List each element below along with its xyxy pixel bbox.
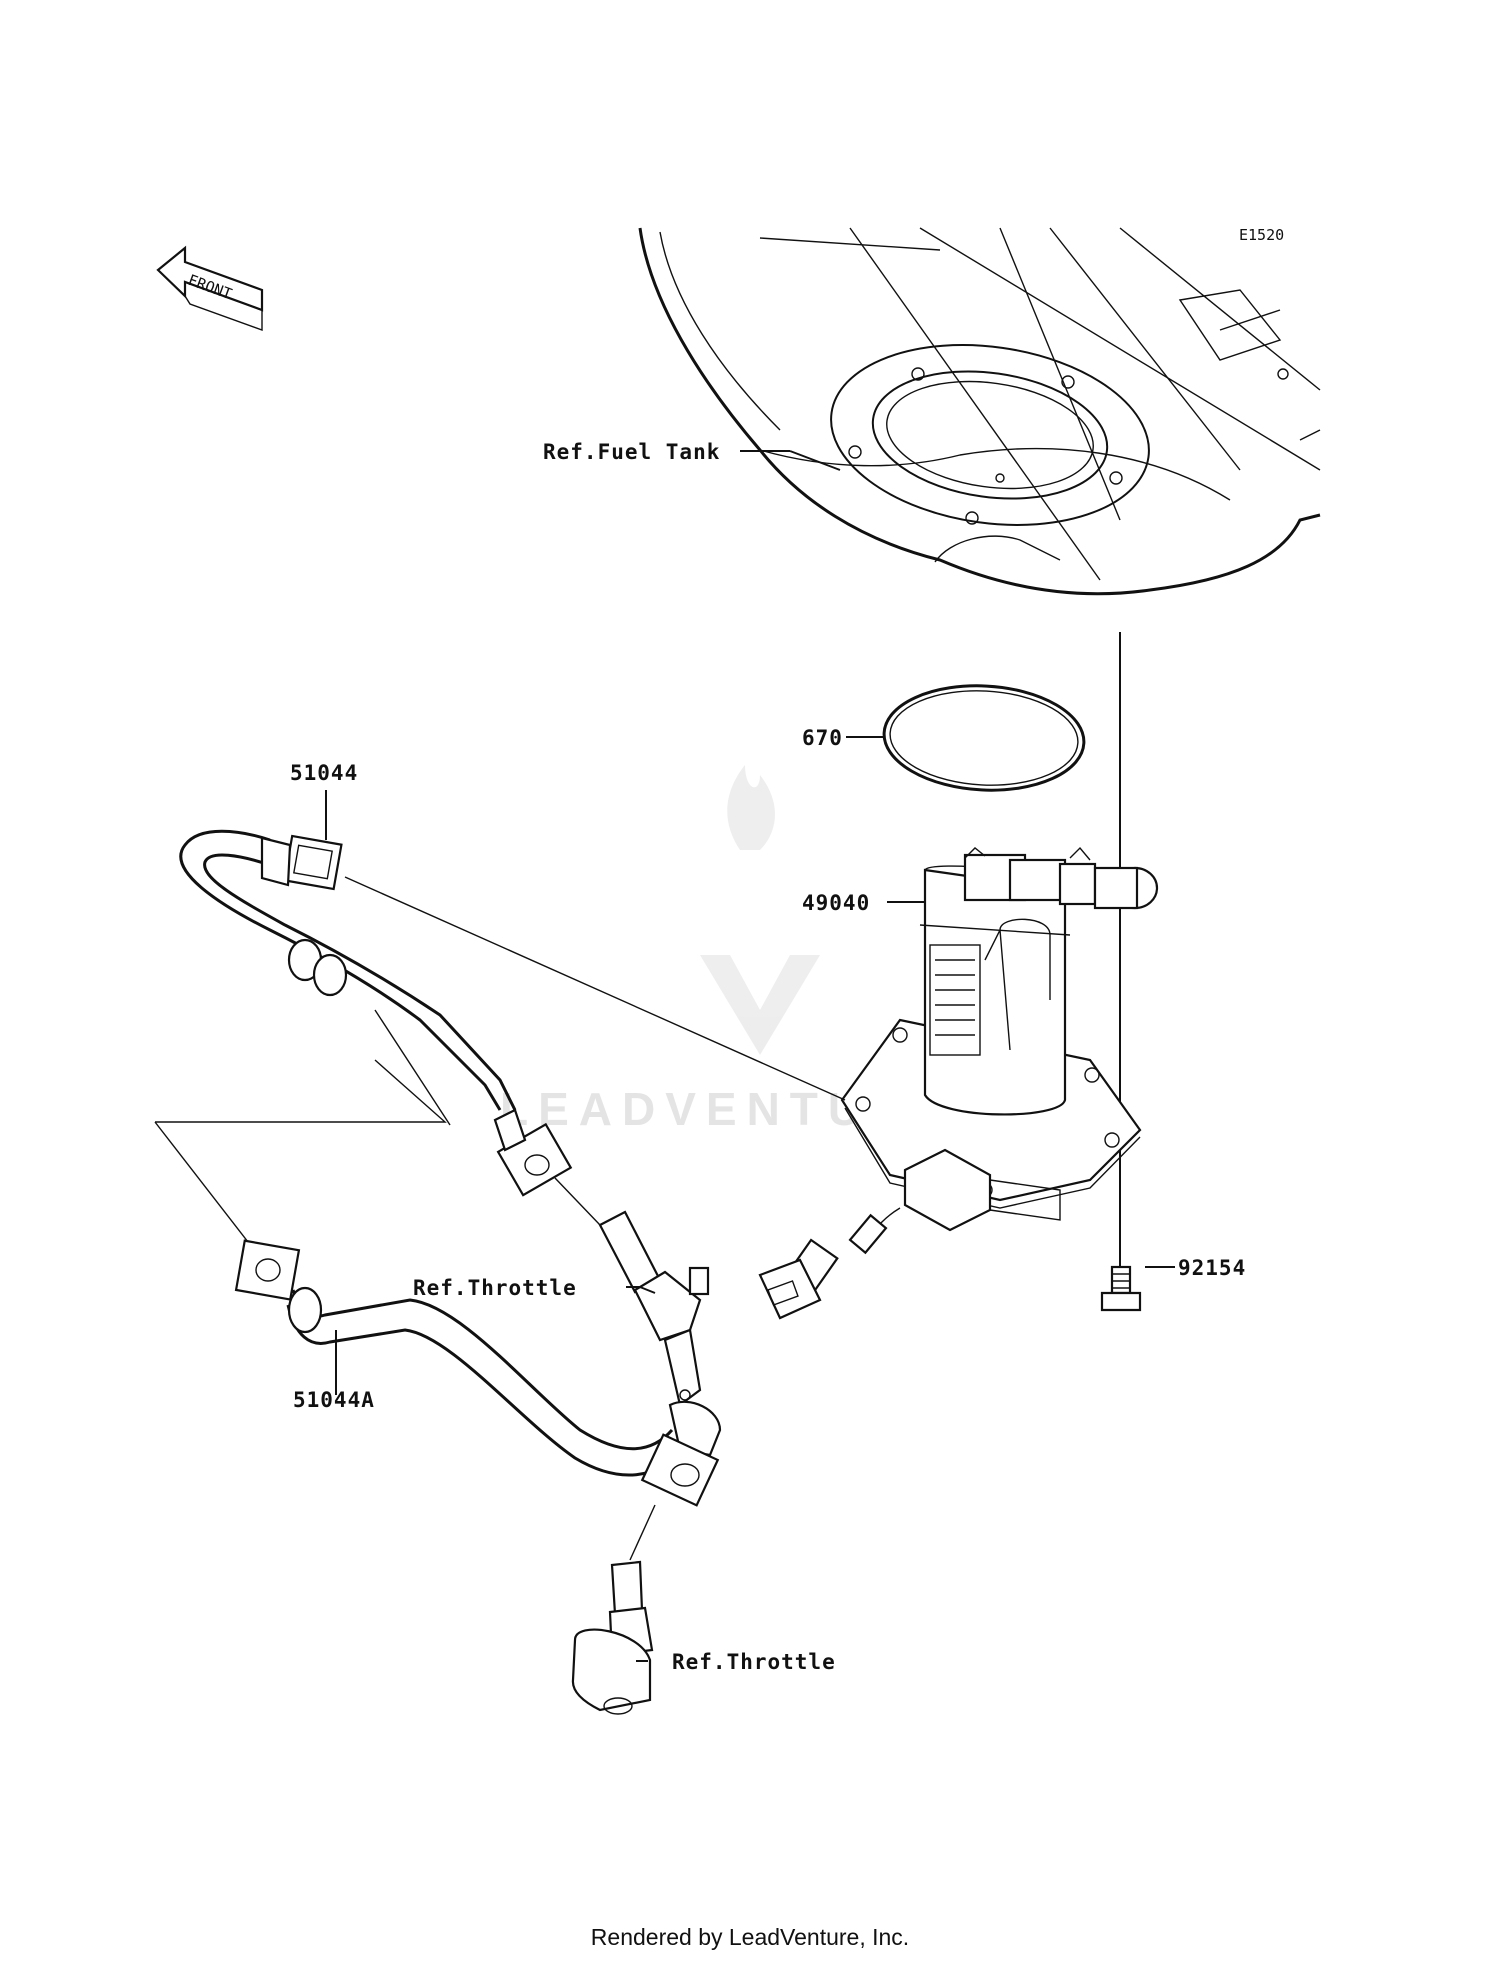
bolt (1100, 1265, 1142, 1312)
callout-hose-upper: 51044 (290, 761, 358, 785)
callout-fuel-pump: 49040 (802, 891, 870, 915)
leader-hose-to-pump (344, 876, 846, 1101)
callout-gasket: 670 (802, 726, 843, 750)
callout-throttle-lower: Ref.Throttle (672, 1650, 836, 1674)
diagram-code: E1520 (1239, 226, 1284, 244)
fuel-tank (638, 227, 1321, 596)
callout-hose-lower: 51044A (293, 1388, 375, 1412)
fuel-pump (758, 846, 1159, 1320)
throttle-upper-fitting (598, 1210, 710, 1407)
throttle-lower-fitting (571, 1560, 654, 1715)
leader-connector-lower (155, 1059, 447, 1123)
callout-bolt: 92154 (1178, 1256, 1246, 1280)
leader-hose-sweep (374, 1009, 451, 1126)
footer-credit: Rendered by LeadVenture, Inc. (591, 1924, 909, 1950)
front-arrow-icon: FRONT (156, 245, 264, 331)
callout-throttle-upper: Ref.Throttle (413, 1276, 577, 1300)
callout-fuel-tank: Ref.Fuel Tank (543, 440, 720, 464)
fuel-hose-lower (234, 1239, 722, 1507)
gasket (882, 684, 1086, 792)
fuel-hose-upper (179, 829, 573, 1197)
